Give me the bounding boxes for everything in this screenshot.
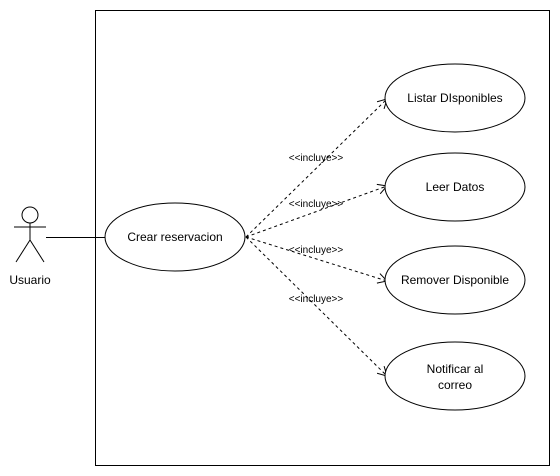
include-relation-1: <<incluye>>: [245, 98, 388, 238]
include-arrow: [245, 236, 388, 284]
use-case-crear-reservacion: [104, 202, 246, 272]
use-case-leer-datos-label: Leer Datos: [426, 180, 485, 194]
include-arrow: [245, 98, 388, 238]
include-relation-2: <<incluye>>: [245, 183, 388, 238]
use-case-listar-disponibles-label: Listar DIsponibles: [407, 91, 502, 105]
actor-right-leg: [29, 239, 45, 263]
include-label: <<incluye>>: [289, 153, 344, 164]
use-case-remover-disponible-label: Remover Disponible: [401, 273, 509, 287]
include-arrow: [245, 183, 388, 238]
actor-label: Usuario: [9, 273, 51, 287]
use-case-listar-disponibles: [384, 63, 526, 133]
actor-head: [21, 206, 39, 224]
actor-usuario: [14, 206, 46, 263]
include-label: <<incluye>>: [289, 245, 344, 256]
use-case-notificar-al-correo: [384, 341, 526, 411]
include-label: <<incluye>>: [289, 199, 344, 210]
include-relation-4: <<incluye>>: [245, 236, 388, 377]
use-case-leer-datos: [384, 152, 526, 222]
use-case-notificar-al-correo-label-line-1: Notificar al: [427, 362, 484, 376]
use-case-notificar-al-correo-label-line-2: correo: [438, 378, 472, 392]
include-arrow: [245, 236, 388, 377]
use-case-remover-disponible: [384, 245, 526, 315]
use-case-crear-reservacion-label: Crear reservacion: [127, 230, 222, 244]
actor-left-leg: [15, 239, 31, 263]
include-label: <<incluye>>: [289, 294, 344, 305]
include-relation-3: <<incluye>>: [245, 236, 388, 284]
